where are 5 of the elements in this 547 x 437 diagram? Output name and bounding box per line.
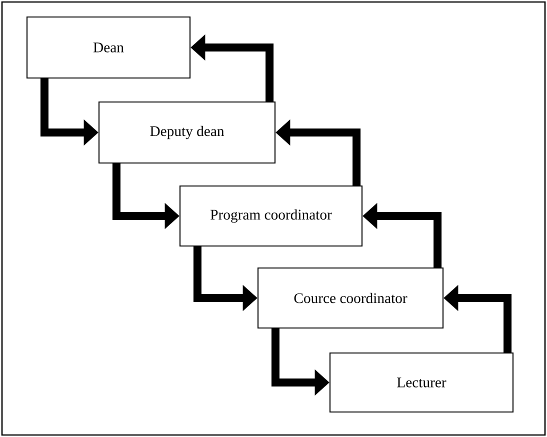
role-box: Program coordinator — [179, 185, 363, 247]
role-box: Cource coordinator — [257, 267, 444, 329]
role-box: Deputy dean — [98, 101, 276, 164]
role-box: Dean — [26, 16, 191, 79]
role-box: Lecturer — [329, 352, 514, 413]
